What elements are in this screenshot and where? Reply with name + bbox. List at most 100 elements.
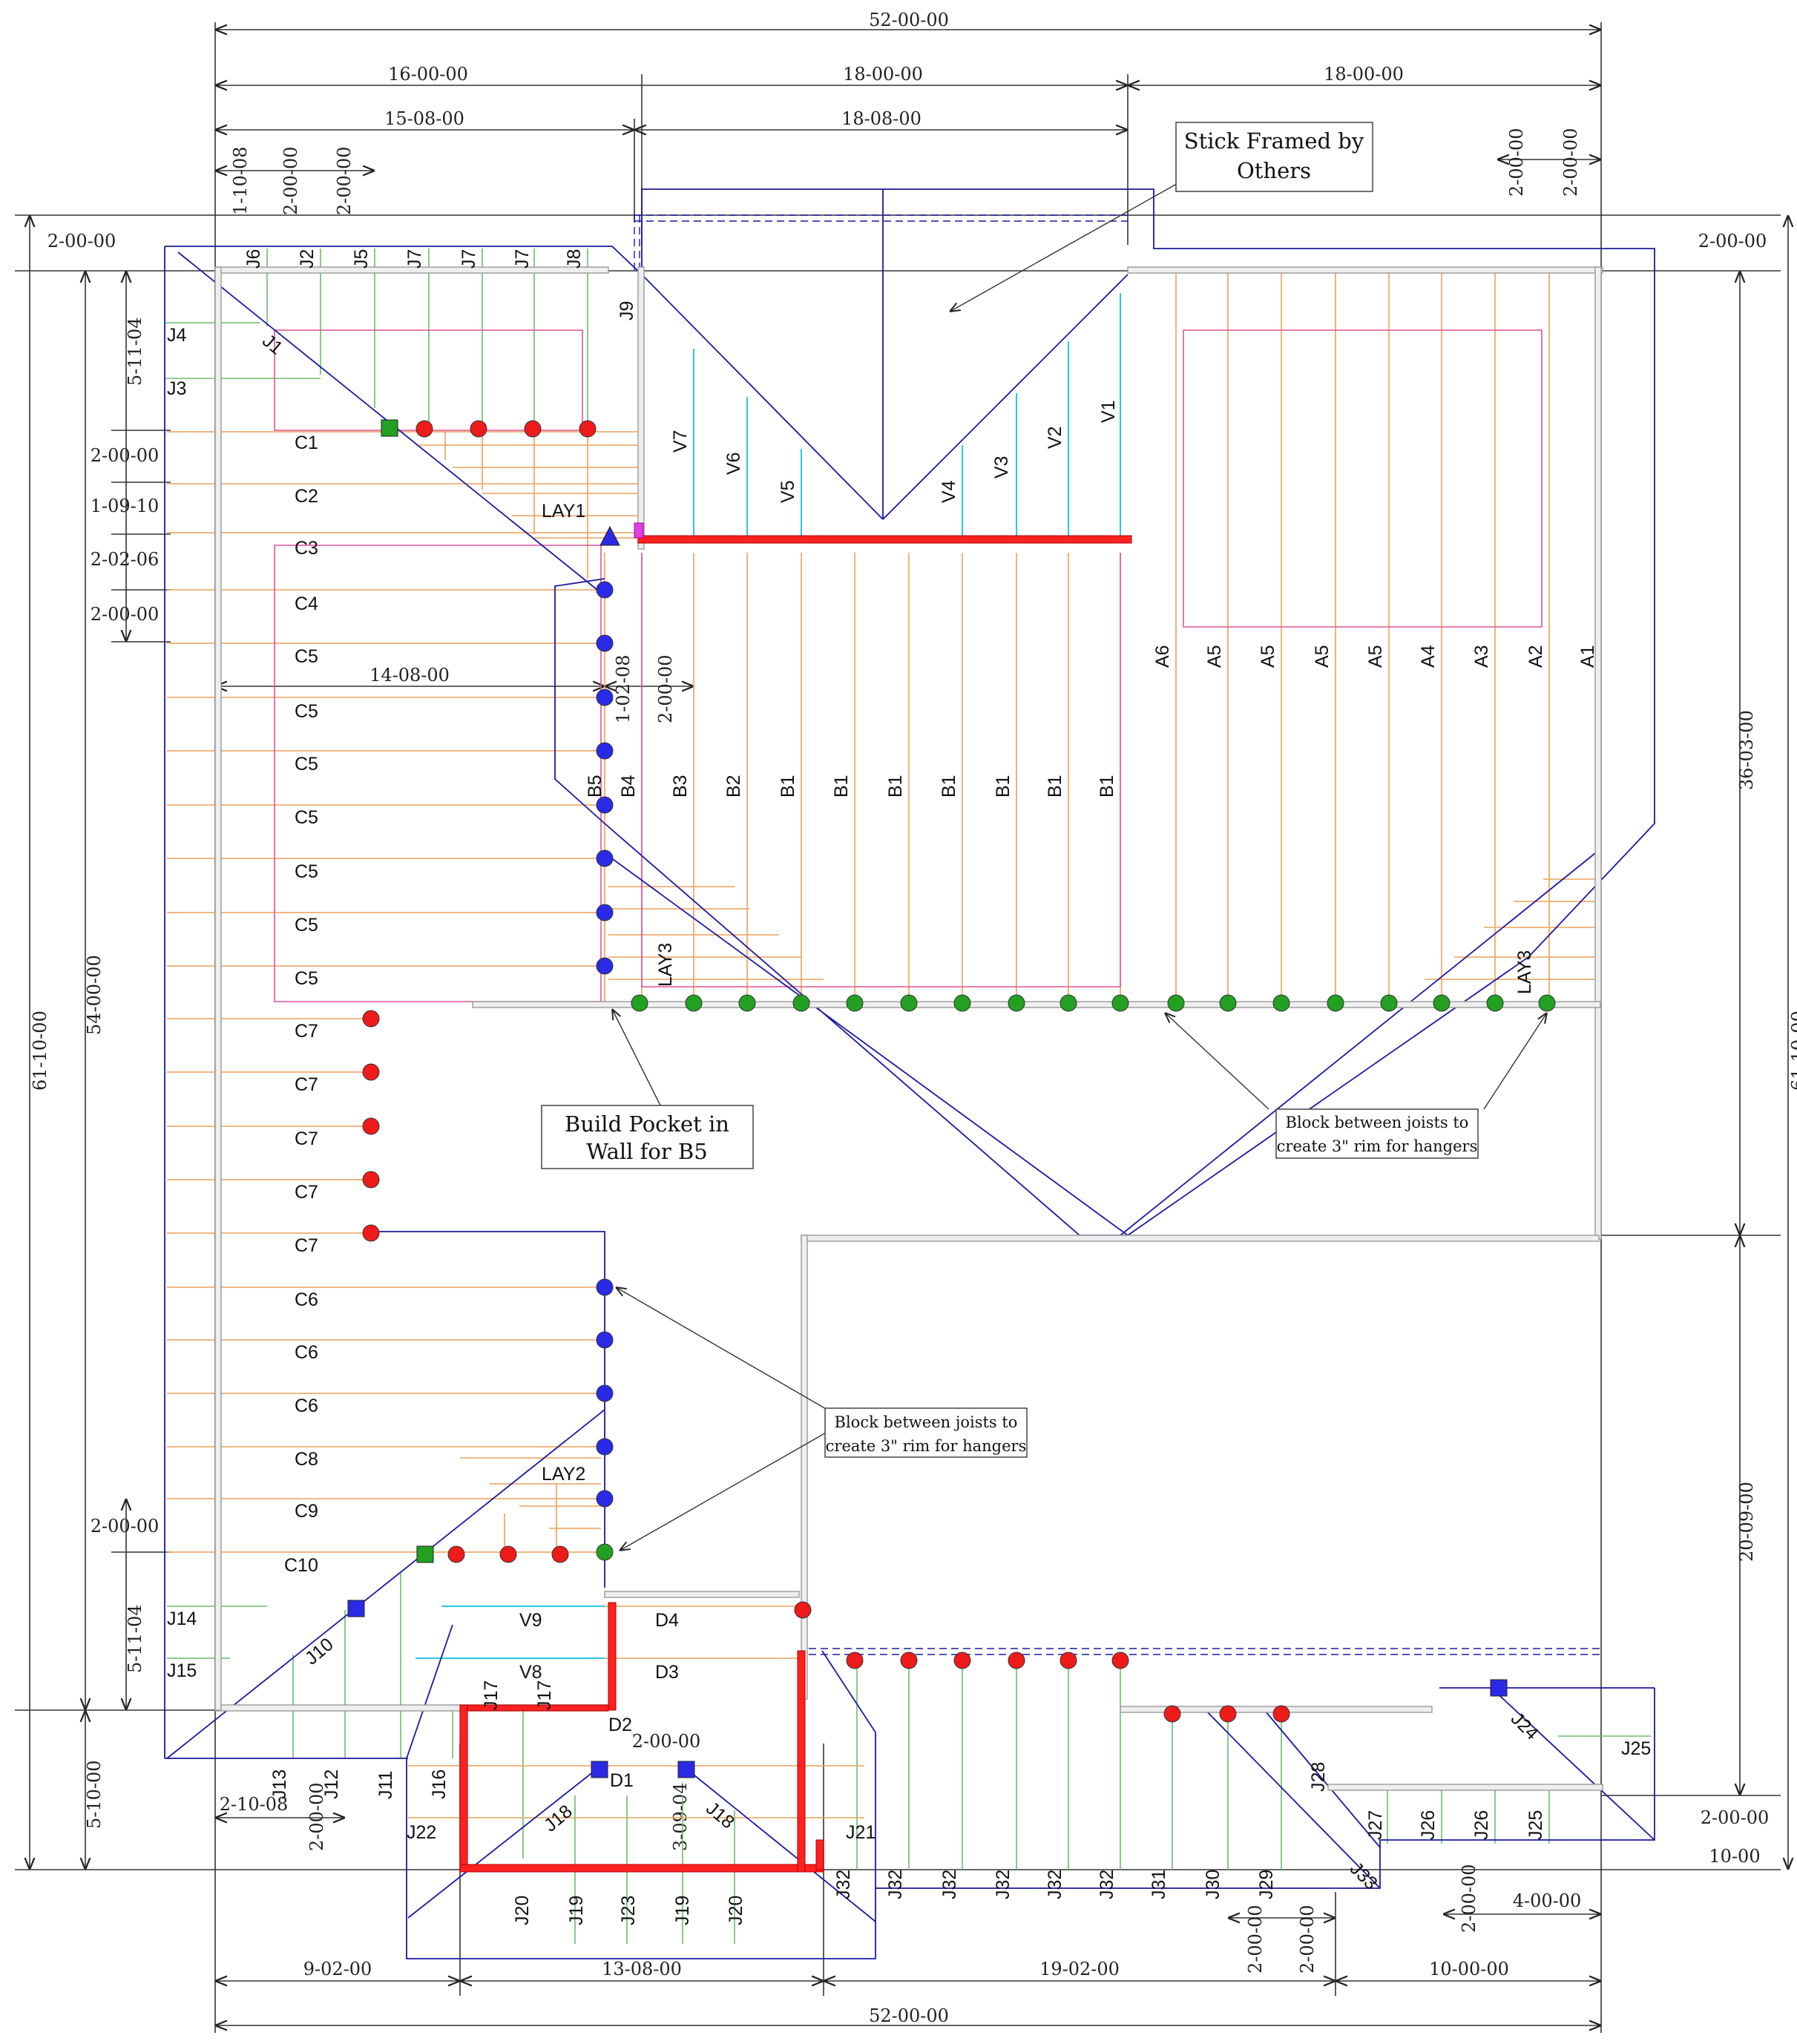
dim-left-small-4: 2-02-06 [91,549,160,570]
dim-top-sec-2: 18-08-00 [841,108,922,129]
label-lay2: LAY2 [542,1464,585,1485]
hanger-blue-dot [596,796,614,814]
dim-bottom-overall: 52-00-00 [869,2005,949,2026]
label-j22: J22 [407,1822,436,1843]
label-a4: A4 [1418,645,1439,668]
dim-right-bottom-1: 2-00-00 [1701,1807,1770,1828]
label-a5c: A5 [1312,645,1333,668]
c7-labels: C7 C7 C7 C7 C7 [295,1021,318,1256]
dim-left-overall: 61-10-00 [30,1011,50,1091]
label-j7c: J7 [512,249,533,269]
label-j20a: J20 [512,1896,533,1925]
hanger-green-dot [685,994,703,1012]
dim-left-small-5: 2-00-00 [91,604,160,625]
dimension-labels: 52-00-00 16-00-00 18-00-00 18-00-00 15-0… [30,10,1797,2026]
label-lay3-right: LAY3 [1514,950,1535,994]
label-j19b: J19 [672,1896,693,1925]
hangers [347,419,1556,1778]
label-j21: J21 [846,1822,875,1843]
label-c5c: C5 [295,754,318,775]
dim-top-right-small-1: 2-00-00 [1506,128,1527,197]
note-block-mid: Block between joists to create 3" rim fo… [824,1407,1028,1458]
label-j13: J13 [269,1769,290,1799]
label-j17a: J17 [481,1680,502,1710]
joists [165,249,1651,1944]
label-c7c: C7 [295,1128,318,1149]
hanger-red-dot [1272,1705,1290,1723]
label-j25-right: J25 [1621,1738,1651,1759]
dim-left-bottom: 5-10-00 [84,1760,105,1829]
hanger-red-dot [362,1224,380,1242]
label-c5a: C5 [295,646,318,667]
hanger-green-dot [738,994,756,1012]
hanger-blue-dot [596,1384,614,1402]
hanger-red-dot [953,1652,971,1669]
hanger-green-dot [792,994,810,1012]
a-labels: A6 A5 A5 A5 A5 A4 A3 A2 A1 [1152,645,1598,668]
label-c5f: C5 [295,915,318,936]
label-d3: D3 [655,1662,679,1683]
label-c6c: C6 [295,1396,318,1416]
hanger-red-dot [900,1652,918,1669]
hanger-red-dot [1060,1652,1077,1669]
label-d4: D4 [655,1610,679,1631]
label-a6: A6 [1152,645,1173,668]
label-b1d: B1 [939,775,959,798]
callout-leaders [612,177,1547,1551]
note-block-mid-line1: Block between joists to [835,1413,1018,1431]
hanger-green-dot [846,994,864,1012]
label-lay3-left: LAY3 [655,943,676,987]
hanger-green-dot [1538,994,1556,1012]
label-j2: J2 [297,249,318,269]
label-j25-bottom: J25 [1525,1810,1546,1840]
label-j29: J29 [1256,1870,1277,1899]
dim-inner-pocket-2: 2-00-00 [655,654,676,723]
hanger-blue-dot [596,1438,614,1456]
note-block-right-line1: Block between joists to [1286,1114,1469,1131]
dim-top-overall: 52-00-00 [869,10,949,30]
dim-top-small-2: 2-00-00 [280,146,301,215]
dim-top-seg-3: 18-00-00 [1324,64,1404,85]
dim-left-small-3: 1-09-10 [91,496,160,516]
label-b1e: B1 [993,775,1014,798]
dim-right-overhang: 2-00-00 [1698,231,1767,252]
note-pocket-line2: Wall for B5 [586,1139,707,1164]
hanger-red-dot [362,1063,380,1081]
note-pocket-line1: Build Pocket in [565,1111,729,1137]
label-j7b: J7 [459,249,479,269]
note-block-right: Block between joists to create 3" rim fo… [1275,1108,1479,1159]
label-j32b: J32 [885,1870,906,1899]
hanger-blue-dot [596,1490,614,1508]
dim-top-small-1: 1-10-08 [230,146,251,215]
label-c5g: C5 [295,968,318,989]
hanger-red-dot [846,1652,864,1669]
label-b3: B3 [670,775,691,798]
hanger-blue-square [347,1600,365,1617]
label-j10: J10 [301,1634,338,1669]
hanger-red-dot [362,1171,380,1189]
label-c8: C8 [295,1449,318,1470]
label-lay1: LAY1 [542,501,585,522]
note-block-mid-line2: create 3" rim for hangers [826,1437,1027,1455]
beams [459,522,1132,1873]
note-build-pocket: Build Pocket in Wall for B5 [541,1105,754,1169]
dim-inner-14: 14-08-00 [369,665,450,686]
dim-bottom-seg-3: 19-02-00 [1039,1959,1120,1979]
label-a3: A3 [1471,645,1492,668]
hanger-red-dot [794,1601,812,1619]
c-labels-upper: C1 C2 C3 C4 C5 C5 C5 C5 C5 C5 C5 [295,433,318,989]
note-block-right-line2: create 3" rim for hangers [1277,1137,1478,1155]
dim-bottom-left-small-2: 2-00-00 [306,1782,327,1851]
hanger-green-dot [1433,994,1451,1012]
hanger-red-dot [524,420,542,438]
label-v4: V4 [939,480,959,503]
hanger-blue-square [591,1761,608,1778]
label-c10: C10 [284,1555,318,1576]
dim-bottom-right-small-2: 4-00-00 [1513,1890,1582,1911]
label-b1f: B1 [1045,775,1065,798]
b-labels: B5 B4 B3 B2 B1 B1 B1 B1 B1 B1 B1 [585,775,1117,798]
label-a5d: A5 [1365,645,1386,668]
dim-right-lower: 20-09-00 [1736,1482,1757,1562]
label-j32a: J32 [833,1870,854,1899]
label-j17b: J17 [534,1680,555,1710]
